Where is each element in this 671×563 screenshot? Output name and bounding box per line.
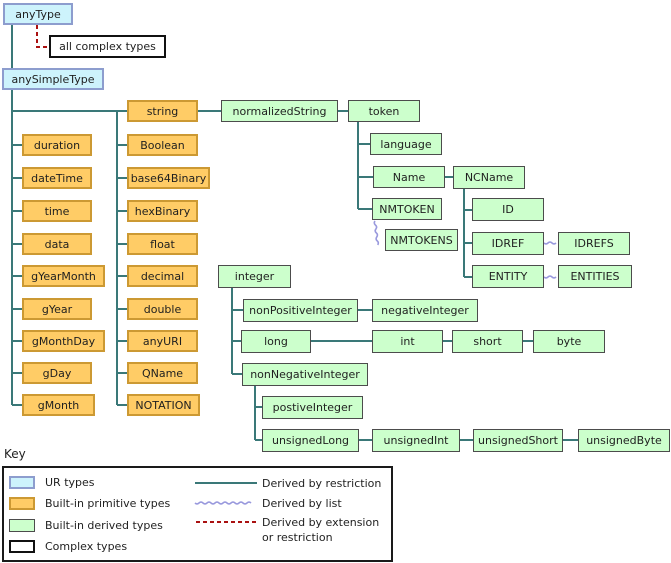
node-base64Binary: base64Binary — [127, 167, 210, 189]
node-int: int — [372, 330, 443, 353]
node-normalizedString: normalizedString — [221, 100, 338, 122]
key-item-primitive-types: Built-in primitive types — [9, 496, 170, 510]
primitive-types-swatch — [9, 496, 35, 510]
key-sample-label-extension-line2: or restriction — [262, 531, 333, 544]
node-unsignedByte: unsignedByte — [578, 429, 670, 452]
node-QName: QName — [127, 362, 198, 384]
node-byte: byte — [533, 330, 605, 353]
node-anyURI: anyURI — [127, 330, 198, 352]
complex-types-swatch — [9, 539, 35, 553]
key-sample-label-extension: Derived by extension or restriction — [262, 515, 379, 545]
node-token: token — [348, 100, 420, 122]
node-gMonthDay: gMonthDay — [22, 330, 105, 352]
node-NCName: NCName — [453, 166, 525, 189]
node-decimal: decimal — [127, 265, 198, 287]
key-item-label: Built-in derived types — [45, 518, 163, 532]
node-ENTITIES: ENTITIES — [558, 265, 632, 288]
node-negativeInteger: negativeInteger — [372, 299, 478, 322]
node-hexBinary: hexBinary — [127, 200, 198, 222]
node-ENTITY: ENTITY — [472, 265, 544, 288]
key-sample-label-restriction: Derived by restriction — [262, 477, 382, 490]
node-gYear: gYear — [22, 298, 92, 320]
node-integer: integer — [218, 265, 291, 288]
node-long: long — [241, 330, 311, 353]
node-double: double — [127, 298, 198, 320]
node-NMTOKENS: NMTOKENS — [385, 229, 458, 251]
node-float: float — [127, 233, 198, 255]
node-NOTATION: NOTATION — [127, 394, 200, 416]
key-sample-label-list: Derived by list — [262, 497, 342, 510]
node-postiveInteger: postiveInteger — [262, 396, 363, 419]
key-sample-label-extension-line1: Derived by extension — [262, 516, 380, 529]
derived-types-swatch — [9, 518, 35, 532]
key-panel: UR types Built-in primitive types Built-… — [2, 466, 393, 562]
node-IDREF: IDREF — [472, 232, 544, 255]
node-language: language — [370, 133, 442, 155]
key-item-label: UR types — [45, 475, 95, 489]
node-unsignedLong: unsignedLong — [262, 429, 359, 452]
node-unsignedShort: unsignedShort — [473, 429, 563, 452]
node-data: data — [22, 233, 92, 255]
node-unsignedInt: unsignedInt — [372, 429, 460, 452]
node-gMonth: gMonth — [22, 394, 95, 416]
node-dateTime: dateTime — [22, 167, 92, 189]
key-item-complex-types: Complex types — [9, 539, 127, 553]
key-item-ur-types: UR types — [9, 475, 95, 489]
node-IDREFS: IDREFS — [558, 232, 630, 255]
node-duration: duration — [22, 134, 92, 156]
node-anyType: anyType — [3, 3, 73, 25]
key-item-label: Built-in primitive types — [45, 496, 171, 510]
node-short: short — [452, 330, 523, 353]
node-Boolean: Boolean — [127, 134, 198, 156]
key-title: Key — [4, 447, 26, 461]
node-nonNegativeInteger: nonNegativeInteger — [242, 363, 368, 386]
ur-types-swatch — [9, 475, 35, 489]
key-item-derived-types: Built-in derived types — [9, 518, 163, 532]
node-time: time — [22, 200, 92, 222]
node-nonPositiveInteger: nonPositiveInteger — [243, 299, 358, 322]
node-NMTOKEN: NMTOKEN — [372, 198, 442, 220]
node-string: string — [127, 100, 198, 122]
node-gDay: gDay — [22, 362, 92, 384]
node-allComplexTypes: all complex types — [49, 35, 166, 58]
node-Name: Name — [373, 166, 445, 188]
key-item-label: Complex types — [45, 539, 128, 553]
node-anySimpleType: anySimpleType — [2, 68, 104, 90]
node-ID: ID — [472, 198, 544, 221]
node-gYearMonth: gYearMonth — [22, 265, 105, 287]
